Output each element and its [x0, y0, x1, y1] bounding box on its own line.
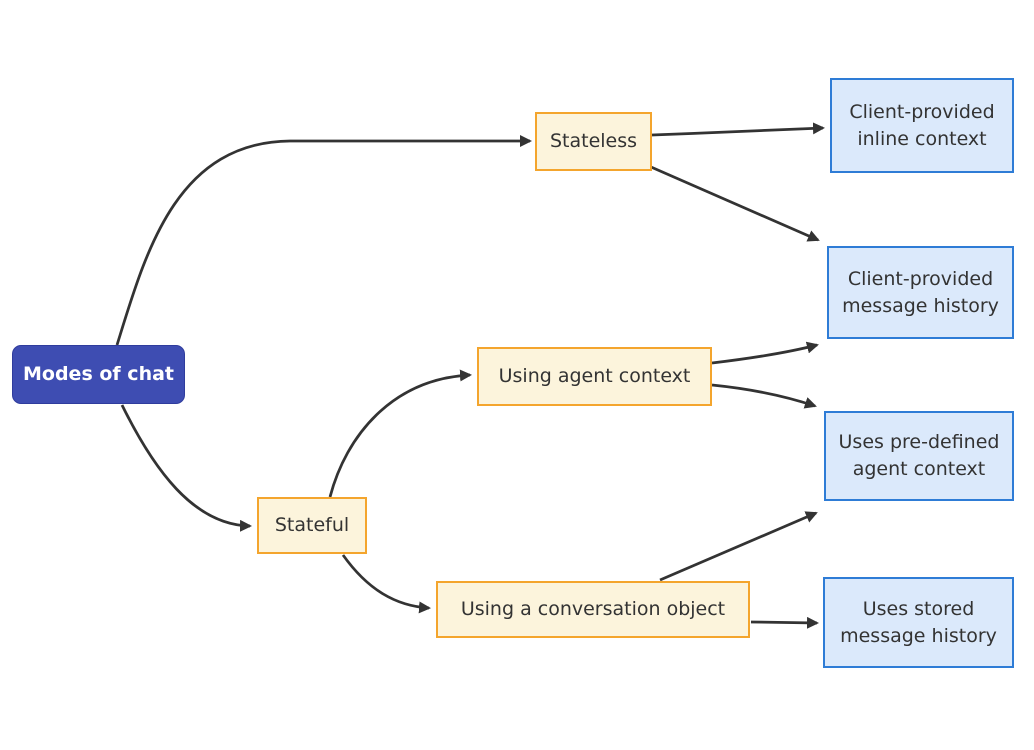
- node-uses-stored-message-history-label: Uses stored message history: [840, 597, 997, 647]
- node-uses-stored-message-history[interactable]: Uses stored message history: [823, 577, 1014, 668]
- node-uses-pre-defined-agent-context-label: Uses pre-defined agent context: [838, 431, 1000, 480]
- edge-stateless-to-message-history: [650, 165, 820, 242]
- node-using-conversation-object-label: Using a conversation object: [460, 598, 726, 621]
- edge-stateless-to-inline-context: [651, 122, 825, 137]
- edge-stateful-to-using-conversation-object: [341, 554, 431, 614]
- node-using-agent-context[interactable]: Using agent context: [477, 347, 712, 406]
- edge-root-to-stateless: [115, 135, 532, 346]
- edge-root-to-stateful: [120, 404, 252, 532]
- edge-using-agent-context-to-pre-defined-agent-context: [711, 383, 817, 409]
- edge-using-conversation-object-to-pre-defined-agent-context: [659, 511, 818, 582]
- node-client-provided-inline-context[interactable]: Client-provided inline context: [830, 78, 1014, 173]
- node-client-provided-inline-context-label: Client-provided inline context: [849, 100, 995, 150]
- node-stateful[interactable]: Stateful: [257, 497, 367, 554]
- node-client-provided-message-history-label: Client-provided message history: [842, 267, 999, 317]
- edge-using-conversation-object-to-stored-message-history: [750, 616, 819, 629]
- node-stateless[interactable]: Stateless: [535, 112, 652, 171]
- node-modes-of-chat[interactable]: Modes of chat: [12, 345, 185, 404]
- node-uses-pre-defined-agent-context[interactable]: Uses pre-defined agent context: [824, 411, 1014, 501]
- node-stateful-label: Stateful: [274, 514, 350, 537]
- edge-using-agent-context-to-message-history: [711, 341, 819, 365]
- node-using-agent-context-label: Using agent context: [498, 365, 691, 388]
- node-modes-of-chat-label: Modes of chat: [23, 363, 174, 386]
- edge-stateful-to-using-agent-context: [328, 369, 472, 498]
- node-client-provided-message-history[interactable]: Client-provided message history: [827, 246, 1014, 339]
- node-stateless-label: Stateless: [549, 130, 638, 153]
- node-using-conversation-object[interactable]: Using a conversation object: [436, 581, 750, 638]
